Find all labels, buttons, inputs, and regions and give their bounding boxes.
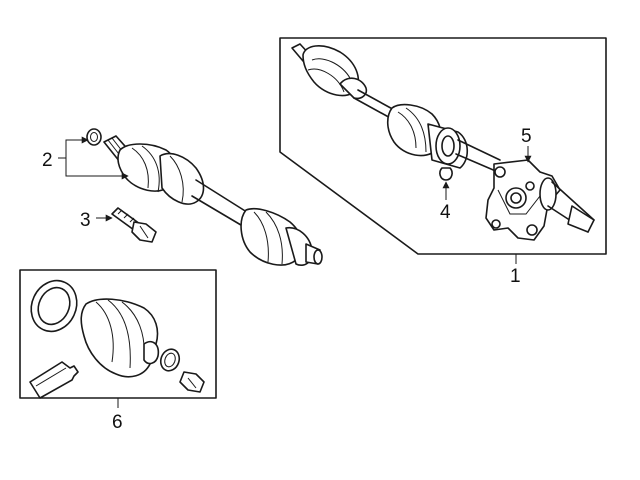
callout-6: 6: [112, 412, 123, 433]
callout-2: 2: [42, 150, 53, 171]
callout-1: 1: [510, 266, 521, 287]
callout-5: 5: [521, 126, 532, 147]
right-axle-shaft-assembly: [291, 43, 595, 241]
callout-3: 3: [80, 210, 91, 231]
leader-lines: [58, 136, 532, 408]
assembly-frame: [279, 37, 607, 255]
callout-4: 4: [440, 202, 451, 223]
snap-ring: [86, 128, 102, 146]
left-axle-shaft: [103, 135, 323, 266]
bolt: [111, 207, 157, 243]
boot-kit-parts: [29, 279, 205, 399]
